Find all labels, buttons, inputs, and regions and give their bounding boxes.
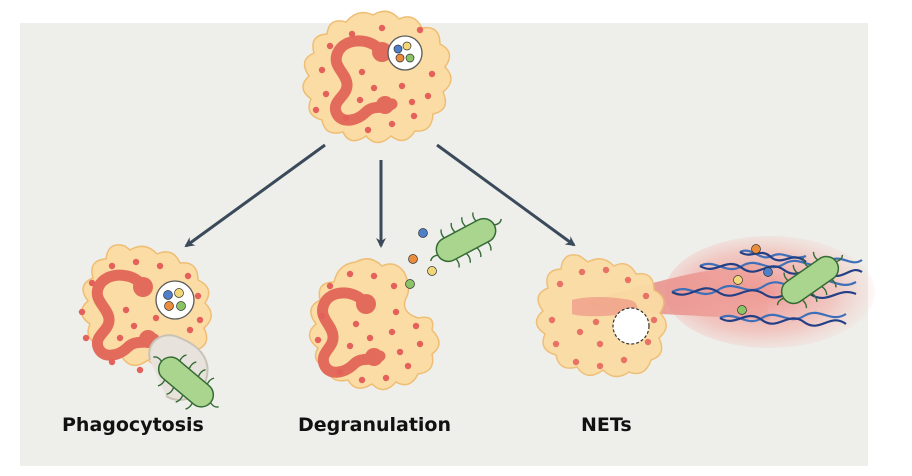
nucleus <box>91 269 160 361</box>
neutrophil-degranulation <box>308 212 502 391</box>
membrane-pore <box>612 307 650 345</box>
nucleus <box>329 35 398 126</box>
granules <box>312 24 436 134</box>
granule-vesicle <box>155 280 195 320</box>
label-phagocytosis: Phagocytosis <box>62 414 204 436</box>
granule-dot <box>174 288 184 298</box>
nucleus <box>317 287 386 378</box>
label-nets: NETs <box>581 414 632 436</box>
granule-dot <box>393 44 403 54</box>
released-granules <box>405 228 437 289</box>
arrow-to-nets <box>436 143 576 247</box>
nucleus-lobe <box>133 277 153 297</box>
net-granules <box>733 244 773 315</box>
nucleus-lobe <box>356 294 376 314</box>
granule-dot <box>402 41 412 51</box>
neutrophil-phagocytosis <box>78 244 219 410</box>
granules <box>78 258 204 374</box>
granule-dot <box>163 290 173 300</box>
bacterium <box>153 354 219 410</box>
granule-dot <box>164 301 174 311</box>
granule-vesicle <box>387 35 423 71</box>
arrow-to-phagocytosis <box>184 143 326 248</box>
granule-dot <box>176 301 186 311</box>
granules <box>548 266 658 370</box>
nucleus-lobe <box>376 96 394 114</box>
bacterium <box>776 251 844 309</box>
granules <box>314 270 424 384</box>
granule-dot <box>395 53 405 63</box>
label-degranulation: Degranulation <box>298 414 451 436</box>
neutrophil-top <box>302 10 452 144</box>
nucleus-lobe <box>365 348 383 366</box>
granule-dot <box>405 53 415 63</box>
bacterium <box>430 212 502 268</box>
nucleus-lobe <box>372 42 392 62</box>
neutrophil-nets <box>535 236 875 378</box>
arrows <box>184 143 576 248</box>
